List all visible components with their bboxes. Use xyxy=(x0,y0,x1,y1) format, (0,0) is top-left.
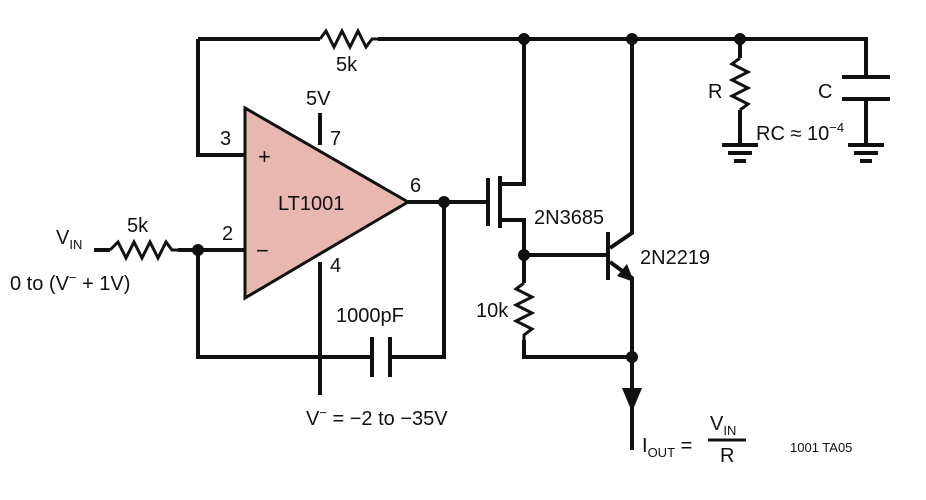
bjt-label: 2N2219 xyxy=(640,247,710,269)
junction-top-fet xyxy=(518,33,530,45)
wire-top-rail-right xyxy=(378,37,868,75)
vminus-label: V− = −2 to −35V xyxy=(306,405,448,430)
wire-10k-bottom xyxy=(522,340,632,359)
wire-bjt-collector xyxy=(608,39,634,250)
pin-out-number: 6 xyxy=(410,175,421,197)
jfet-2n3685 xyxy=(486,176,502,228)
vin-label: VIN xyxy=(56,227,82,252)
labels: VIN 0 to (V− + 1V) 5k 5k 3 2 7 4 6 5V 10… xyxy=(10,54,852,467)
iout-fraction-numerator: VIN xyxy=(710,413,736,438)
r-input-label: 5k xyxy=(127,215,149,237)
pin-vminus-number: 4 xyxy=(330,255,341,277)
opamp: + − LT1001 xyxy=(243,105,411,301)
iout-fraction-denominator: R xyxy=(720,445,734,467)
pin-minus-number: 2 xyxy=(222,223,233,245)
r-load-label: R xyxy=(708,81,722,103)
resistor-10k-zigzag xyxy=(512,281,536,340)
c-load-label: C xyxy=(818,81,832,103)
bjt-emitter-arrow xyxy=(617,264,634,282)
capacitor-compensation xyxy=(370,337,392,377)
r-10k-label: 10k xyxy=(476,300,509,322)
resistor-input-zigzag xyxy=(108,238,178,262)
cap-comp-label: 1000pF xyxy=(336,305,404,327)
opamp-body xyxy=(243,105,411,301)
bjt-2n2219 xyxy=(606,232,634,282)
pin-plus-number: 3 xyxy=(220,128,231,150)
wire-comp-loop-right xyxy=(392,202,446,359)
resistor-input xyxy=(108,238,178,262)
junction-source xyxy=(518,249,530,261)
resistor-feedback-zigzag xyxy=(318,27,378,51)
iout-label: IOUT = xyxy=(642,435,692,460)
junction-output xyxy=(438,196,450,208)
ground-r-icon xyxy=(722,143,758,163)
wire-fet-drain xyxy=(500,39,526,186)
junction-inverting xyxy=(192,244,204,256)
resistor-10k xyxy=(512,281,536,340)
capacitor-load xyxy=(842,75,890,101)
wires xyxy=(94,37,868,450)
resistor-load-zigzag xyxy=(728,56,752,112)
junction-emitter xyxy=(626,351,638,363)
fet-label: 2N3685 xyxy=(534,207,604,229)
figure-id: 1001 TA05 xyxy=(790,440,852,455)
opamp-minus-sign: − xyxy=(256,238,269,263)
rc-label: RC ≈ 10−4 xyxy=(756,120,844,145)
ground-c-icon xyxy=(848,143,884,163)
wire-feedback-plus xyxy=(196,39,245,157)
pin-vplus-number: 7 xyxy=(330,128,341,150)
junction-top-bjt xyxy=(626,33,638,45)
opamp-name: LT1001 xyxy=(278,193,344,215)
resistor-load xyxy=(728,56,752,112)
wire-comp-loop xyxy=(196,250,370,359)
junction-top-r xyxy=(734,33,746,45)
wire-fet-source xyxy=(500,218,526,283)
opamp-plus-sign: + xyxy=(258,144,271,169)
supply-pos-label: 5V xyxy=(306,88,331,110)
resistor-feedback xyxy=(318,27,378,51)
vin-range-label: 0 to (V− + 1V) xyxy=(10,270,130,295)
iout-arrow-icon xyxy=(622,388,642,412)
junctions xyxy=(192,33,746,363)
r-feedback-label: 5k xyxy=(336,54,358,76)
